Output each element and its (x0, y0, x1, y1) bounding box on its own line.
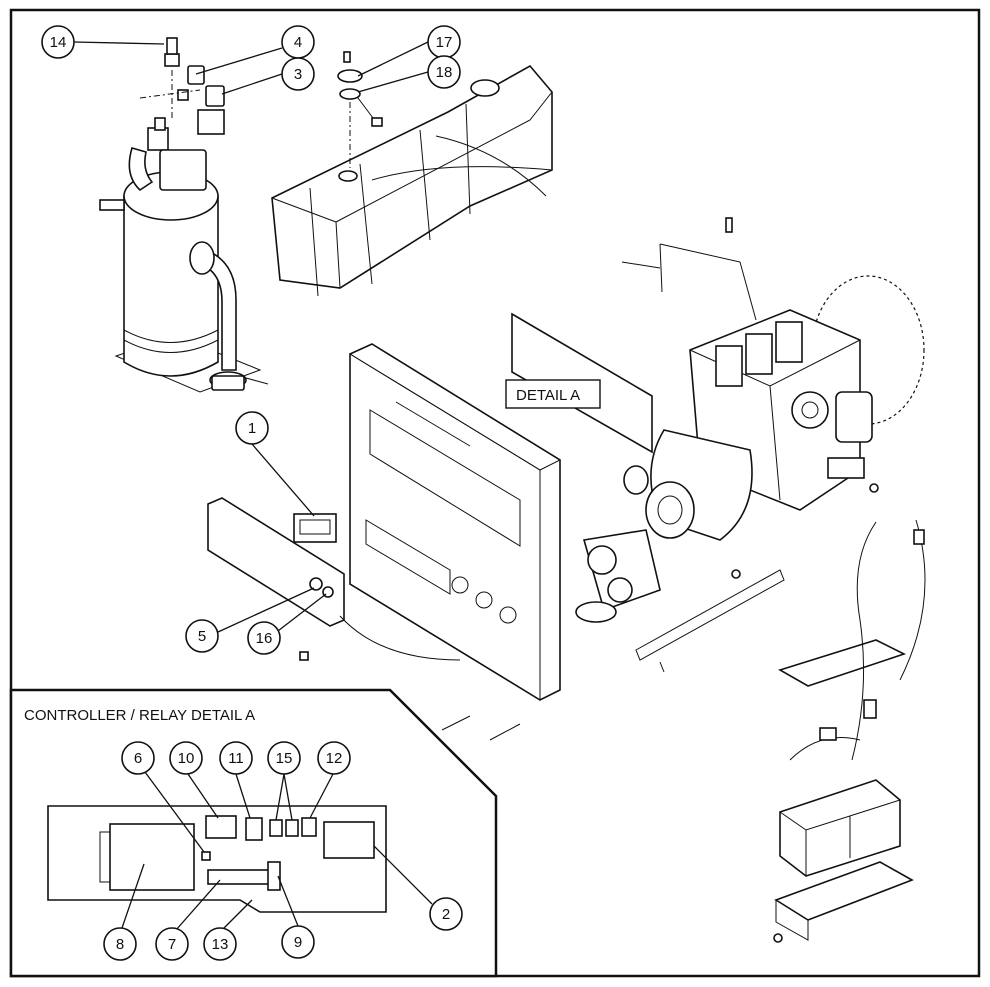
callout-13-number: 13 (212, 936, 229, 953)
callout-15: 15 (267, 741, 301, 775)
callout-12: 12 (317, 741, 351, 775)
mounting-hardware (441, 483, 879, 741)
air-receiver-tank (99, 37, 269, 393)
detail-a-label-box (505, 379, 601, 409)
callout-16-number: 16 (256, 630, 273, 647)
callout-16: 16 (247, 621, 281, 655)
callout-18-number: 18 (436, 64, 453, 81)
callout-13: 13 (203, 927, 237, 961)
callout-12-number: 12 (326, 750, 343, 767)
callout-3: 3 (281, 57, 315, 91)
callout-18: 18 (427, 55, 461, 89)
callout-7-number: 7 (168, 936, 176, 953)
callout-4-number: 4 (294, 34, 302, 51)
detail-a-panel: DETAIL A (505, 312, 653, 454)
callout-5-number: 5 (198, 628, 206, 645)
callout-7: 7 (155, 927, 189, 961)
controller-relay-detail-inset: CONTROLLER / RELAY DETAIL A (9, 688, 498, 978)
detail-a-label: DETAIL A (516, 387, 580, 404)
callout-15-number: 15 (276, 750, 293, 767)
callout-10-number: 10 (178, 750, 195, 767)
callout-11: 11 (219, 741, 253, 775)
callout-11-number: 11 (228, 750, 244, 767)
callout-14-number: 14 (50, 34, 67, 51)
inset-title: CONTROLLER / RELAY DETAIL A (24, 707, 255, 724)
callout-8: 8 (103, 927, 137, 961)
leader-lines (73, 41, 433, 931)
callout-9-number: 9 (294, 934, 302, 951)
callout-2: 2 (429, 897, 463, 931)
callout-6: 6 (121, 741, 155, 775)
callout-17-number: 17 (436, 34, 453, 51)
callout-8-number: 8 (116, 936, 124, 953)
callout-2-number: 2 (442, 906, 450, 923)
engine-assembly (575, 217, 925, 623)
control-panel (207, 497, 461, 661)
fuel-tank (271, 51, 553, 297)
callout-10: 10 (169, 741, 203, 775)
callout-3-number: 3 (294, 66, 302, 83)
callout-14: 14 (41, 25, 75, 59)
callout-5: 5 (185, 619, 219, 653)
callout-6-number: 6 (134, 750, 142, 767)
callout-4: 4 (281, 25, 315, 59)
callout-9: 9 (281, 925, 315, 959)
callout-1: 1 (235, 411, 269, 445)
battery-assembly (773, 519, 926, 943)
callout-1-number: 1 (248, 420, 256, 437)
front-enclosure-panel (348, 343, 562, 701)
callout-17: 17 (427, 25, 461, 59)
